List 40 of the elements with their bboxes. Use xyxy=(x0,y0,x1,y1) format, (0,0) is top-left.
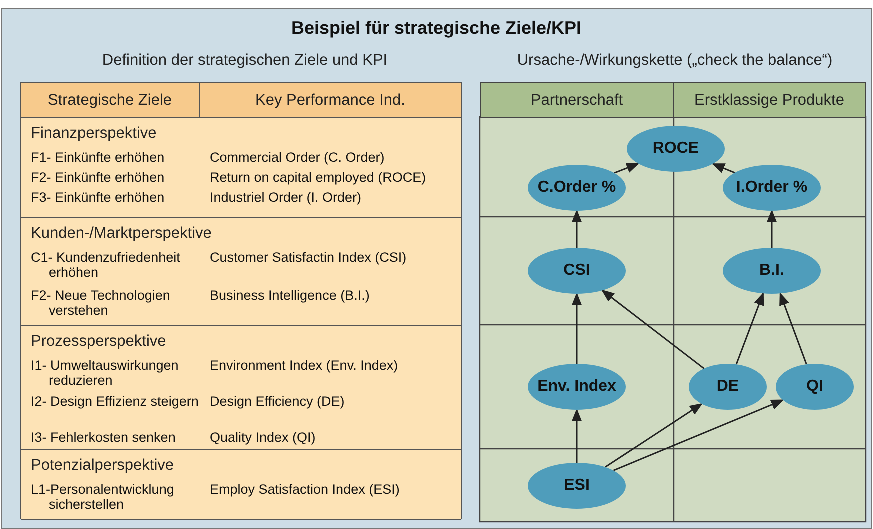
goal-text: F2- Einkünfte erhöhen xyxy=(31,170,166,185)
kpi-text: Environment Index (Env. Index) xyxy=(210,358,400,373)
column-header: Strategische Ziele xyxy=(21,83,200,118)
kpi-text: Business Intelligence (B.I.) xyxy=(210,288,371,303)
section-heading: Potenzialperspektive xyxy=(31,457,174,475)
goal-text: F3- Einkünfte erhöhen xyxy=(31,190,166,205)
column-header: Erstklassige Produkte xyxy=(673,82,866,118)
arrow xyxy=(712,163,736,174)
section-subtitle: Definition der strategischen Ziele und KPI xyxy=(102,52,388,70)
goal-text: I1- Umweltauswirkungen reduzieren xyxy=(31,358,180,388)
arrow xyxy=(572,408,582,463)
goal-text: F1- Einkünfte erhöhen xyxy=(31,150,166,165)
kpi-text: Commercial Order (C. Order) xyxy=(210,150,386,165)
kpi-text: Customer Satisfactin Index (CSI) xyxy=(210,250,408,265)
goal-text: C1- Kundenzufriedenheit erhöhen xyxy=(31,250,182,280)
section-heading: Prozessperspektive xyxy=(31,333,166,351)
section-heading: Finanzperspektive xyxy=(31,125,157,143)
kpi-text: Quality Index (QI) xyxy=(210,430,317,445)
kpi-text: Return on capital employed (ROCE) xyxy=(210,170,428,185)
arrow xyxy=(736,292,764,365)
arrow xyxy=(605,403,703,468)
arrow xyxy=(601,290,705,370)
goal-text: I2- Design Effizienz steigern xyxy=(31,394,199,409)
arrow xyxy=(766,210,778,248)
arrow xyxy=(613,400,784,472)
arrow xyxy=(572,292,582,364)
goal-text: L1-Personalentwicklung sicherstellen xyxy=(31,482,176,512)
arrow xyxy=(572,210,582,248)
diagram-title: Beispiel für strategische Ziele/KPI xyxy=(291,18,582,39)
goal-text: F2- Neue Technologien verstehen xyxy=(31,288,172,318)
kpi-text: Industriel Order (I. Order) xyxy=(210,190,363,205)
arrow xyxy=(780,292,808,365)
column-header: Partnerschaft xyxy=(480,82,674,118)
kpi-text: Employ Satisfaction Index (ESI) xyxy=(210,482,401,497)
section-subtitle: Ursache-/Wirkungskette („check the balance“) xyxy=(517,52,833,70)
goal-text: I3- Fehlerkosten senken xyxy=(31,430,177,445)
section-heading: Kunden-/Marktperspektive xyxy=(31,225,212,243)
kpi-text: Design Efficiency (DE) xyxy=(210,394,346,409)
column-header: Key Performance Ind. xyxy=(200,83,461,118)
arrow xyxy=(614,163,640,174)
